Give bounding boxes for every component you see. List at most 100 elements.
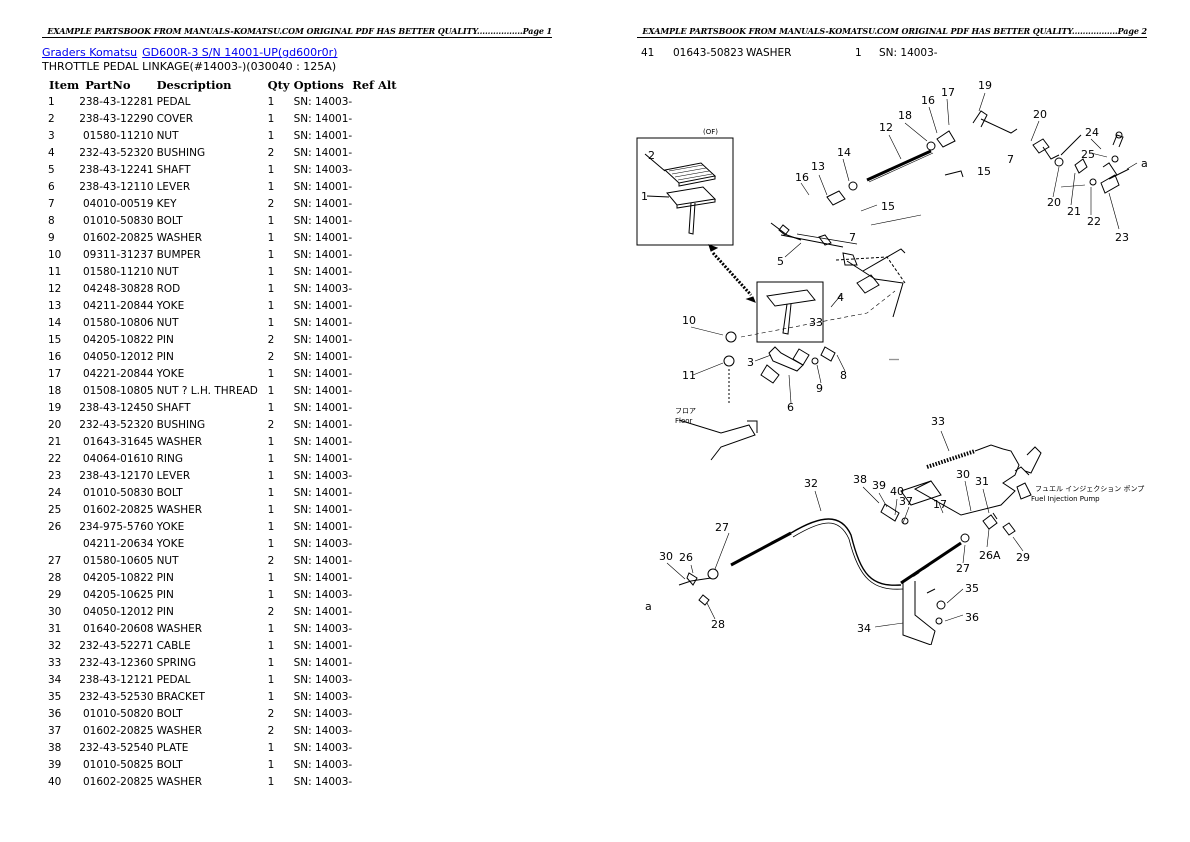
- cell-options: SN: 14003-: [293, 163, 353, 176]
- cell-qty: 1: [267, 282, 275, 295]
- cell-options: SN: 14001-: [293, 214, 353, 227]
- cell-description: KEY: [156, 197, 177, 210]
- cell-item: 19: [48, 401, 62, 414]
- cell-item: 38: [48, 741, 62, 754]
- cell-partno: 01602-20825: [82, 724, 154, 737]
- callout-41: 40: [890, 485, 904, 498]
- cell-partno: 04211-20634: [82, 537, 154, 550]
- callout-29: 29: [1016, 551, 1030, 564]
- cell-item: 12: [48, 282, 62, 295]
- callout-1: 1: [641, 190, 648, 203]
- annotations: フロア Floor フュエル インジェクション ポンプ Fuel Injecti…: [675, 358, 1144, 503]
- callout-31: 31: [975, 475, 989, 488]
- cell-item: 32: [48, 639, 62, 652]
- cell-qty: 1: [267, 673, 275, 686]
- page-title: THROTTLE PEDAL LINKAGE(#14003-)(030040 :…: [42, 60, 337, 73]
- cell-refalt: [352, 314, 397, 331]
- cell-item: 41: [641, 47, 655, 59]
- cell-description: SHAFT: [156, 401, 191, 414]
- cell-description: PEDAL: [156, 95, 191, 108]
- page-1: EXAMPLE PARTSBOOK FROM MANUALS-KOMATSU.C…: [42, 26, 552, 788]
- cell-partno: 232-43-52320: [79, 146, 154, 159]
- cell-options: SN: 14001-: [293, 333, 353, 346]
- cell-description: WASHER: [156, 724, 203, 737]
- cell-qty: 1: [267, 401, 275, 414]
- cell-item: 40: [48, 775, 62, 788]
- cell-refalt: [352, 399, 397, 416]
- pump-label-en: Fuel Injection Pump: [1031, 495, 1100, 503]
- cell-options: SN: 14001-: [293, 112, 353, 125]
- cell-partno: 01640-20608: [82, 622, 154, 635]
- cell-partno: 232-43-12360: [79, 656, 154, 669]
- cell-item: 24: [48, 486, 62, 499]
- col-header-partno: PartNo: [85, 77, 131, 92]
- cell-qty: 1: [267, 656, 275, 669]
- cell-partno: 01580-11210: [82, 129, 154, 142]
- cell-item: 8: [48, 214, 55, 227]
- col-header-refalt: Ref Alt: [352, 77, 397, 92]
- cell-description: YOKE: [156, 367, 185, 380]
- cell-refalt: [352, 603, 397, 620]
- cell-description: BUMPER: [156, 248, 201, 261]
- cell-partno: 01010-50825: [82, 758, 154, 771]
- cell-options: SN: 14001-: [293, 265, 353, 278]
- cell-description: PIN: [156, 588, 174, 601]
- cell-item: 23: [48, 469, 62, 482]
- cell-options: SN: 14003-: [293, 537, 353, 550]
- col-header-qty: Qty: [267, 77, 290, 92]
- cell-options: SN: 14001-: [293, 316, 353, 329]
- cell-partno: 238-43-12290: [79, 112, 154, 125]
- breadcrumb-link-model[interactable]: GD600R-3 S/N 14001-UP(gd600r0r): [142, 46, 338, 59]
- cell-item: 17: [48, 367, 62, 380]
- cell-qty: 1: [267, 537, 275, 550]
- cell-item: 35: [48, 690, 62, 703]
- cell-refalt: [352, 263, 397, 280]
- cell-refalt: [352, 739, 397, 756]
- cell-options: SN: 14003-: [293, 95, 353, 108]
- cell-description: YOKE: [156, 520, 185, 533]
- cell-options: SN: 14001-: [293, 418, 353, 431]
- callout-21: 21: [1067, 205, 1081, 218]
- cell-description: BOLT: [156, 214, 183, 227]
- cell-description: SPRING: [156, 656, 196, 669]
- callout-20b: 20: [1047, 196, 1061, 209]
- cell-partno: 04050-12012: [82, 605, 154, 618]
- cell-refalt: [352, 365, 397, 382]
- cell-options: SN: 14001-: [293, 180, 353, 193]
- cell-partno: 04050-12012: [82, 350, 154, 363]
- breadcrumb-link-graders[interactable]: Graders Komatsu: [42, 46, 138, 59]
- cell-item: 36: [48, 707, 62, 720]
- cell-refalt: [352, 433, 397, 450]
- cell-item: 11: [48, 265, 62, 278]
- cell-item: 30: [48, 605, 62, 618]
- callout-33: 33: [931, 415, 945, 428]
- callout-11: 11: [682, 369, 696, 382]
- callout-a: a: [1141, 157, 1148, 170]
- cell-description: BOLT: [156, 707, 183, 720]
- cell-qty: 1: [267, 452, 275, 465]
- cell-refalt: [352, 382, 397, 399]
- callout-16b: 16: [921, 94, 935, 107]
- cell-options: SN: 14001-: [293, 367, 353, 380]
- cell-partno: 238-43-12241: [79, 163, 154, 176]
- cell-options: SN: 14003-: [293, 707, 353, 720]
- cell-options: SN: 14001-: [293, 452, 353, 465]
- cell-partno: 01643-31645: [82, 435, 154, 448]
- cell-options: SN: 14001-: [293, 605, 353, 618]
- cell-partno: 232-43-52540: [79, 741, 154, 754]
- cell-refalt: [352, 722, 397, 739]
